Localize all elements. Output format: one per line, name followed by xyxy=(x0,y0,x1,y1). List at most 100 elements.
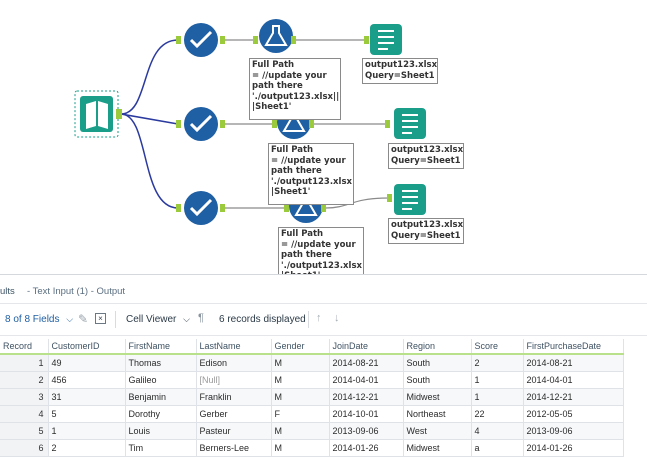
workflow-canvas[interactable]: Full Path = //update your path there './… xyxy=(0,0,647,274)
record-number-cell[interactable]: 5 xyxy=(0,422,49,440)
table-cell[interactable]: Berners-Lee xyxy=(196,439,272,457)
table-cell[interactable]: 4 xyxy=(471,422,524,440)
table-cell[interactable]: M xyxy=(271,371,330,389)
column-header[interactable]: Record xyxy=(0,339,49,355)
select-tool-3[interactable] xyxy=(176,191,225,225)
record-number-cell[interactable]: 6 xyxy=(0,439,49,457)
formula-tool-1[interactable] xyxy=(253,19,296,53)
table-cell[interactable]: 2014-04-01 xyxy=(523,371,624,389)
table-cell[interactable]: [Null] xyxy=(196,371,272,389)
select-tool-1[interactable] xyxy=(176,23,225,57)
formula-annotation-2: Full Path = //update your path there './… xyxy=(268,143,354,205)
column-header[interactable]: Gender xyxy=(271,339,330,355)
table-cell[interactable]: 2014-10-01 xyxy=(329,405,404,423)
table-cell[interactable]: 2014-01-26 xyxy=(329,439,404,457)
table-cell[interactable]: a xyxy=(471,439,524,457)
table-cell[interactable]: Galileo xyxy=(125,371,197,389)
workflow-connections xyxy=(74,19,426,225)
table-cell[interactable]: 2012-05-05 xyxy=(523,405,624,423)
pilcrow-icon[interactable]: ¶ xyxy=(198,312,204,324)
table-cell[interactable]: 1 xyxy=(48,422,126,440)
fields-dropdown-label: 8 of 8 Fields xyxy=(5,314,60,325)
edit-icon[interactable]: ✎ xyxy=(78,312,89,326)
formula-annotation-3: Full Path = //update your path there './… xyxy=(278,227,364,274)
output-tool-3[interactable] xyxy=(387,184,426,215)
column-header[interactable]: FirstPurchaseDate xyxy=(523,339,624,355)
table-cell[interactable]: Dorothy xyxy=(125,405,197,423)
column-header[interactable]: JoinDate xyxy=(329,339,404,355)
table-cell[interactable]: Midwest xyxy=(403,388,472,406)
output-annotation-2: output123.xlsx Query=Sheet1 xyxy=(388,143,464,169)
table-cell[interactable]: 2014-01-26 xyxy=(523,439,624,457)
column-header[interactable]: Score xyxy=(471,339,524,355)
table-cell[interactable]: Gerber xyxy=(196,405,272,423)
table-cell[interactable]: 2014-04-01 xyxy=(329,371,404,389)
record-number-cell[interactable]: 1 xyxy=(0,354,49,372)
text-input-tool[interactable] xyxy=(74,90,122,138)
table-cell[interactable]: Louis xyxy=(125,422,197,440)
table-cell[interactable]: 49 xyxy=(48,354,126,372)
table-cell[interactable]: 456 xyxy=(48,371,126,389)
toolbar-separator xyxy=(115,311,116,328)
table-cell[interactable]: West xyxy=(403,422,472,440)
results-titlebar: ults - Text Input (1) - Output xyxy=(0,275,647,304)
table-cell[interactable]: 2 xyxy=(471,354,524,372)
select-tool-2[interactable] xyxy=(176,107,225,141)
record-number-cell[interactable]: 3 xyxy=(0,388,49,406)
column-header[interactable]: CustomerID xyxy=(48,339,126,355)
arrow-up-icon[interactable]: ↑ xyxy=(316,312,322,324)
table-cell[interactable]: Midwest xyxy=(403,439,472,457)
table-cell[interactable]: 2014-08-21 xyxy=(329,354,404,372)
table-cell[interactable]: South xyxy=(403,371,472,389)
column-header[interactable]: LastName xyxy=(196,339,272,355)
close-box-icon[interactable]: × xyxy=(95,313,106,324)
table-cell[interactable]: 2 xyxy=(48,439,126,457)
column-header[interactable]: Region xyxy=(403,339,472,355)
output-tool-2[interactable] xyxy=(385,108,426,139)
table-cell[interactable]: 2014-12-21 xyxy=(523,388,624,406)
cell-viewer-dropdown[interactable]: Cell Viewer ⌵ xyxy=(126,314,190,325)
table-cell[interactable]: 31 xyxy=(48,388,126,406)
table-cell[interactable]: M xyxy=(271,422,330,440)
table-cell[interactable]: M xyxy=(271,388,330,406)
table-cell[interactable]: 5 xyxy=(48,405,126,423)
cell-viewer-label: Cell Viewer xyxy=(126,314,177,325)
table-cell[interactable]: 1 xyxy=(471,371,524,389)
table-cell[interactable]: Benjamin xyxy=(125,388,197,406)
table-cell[interactable]: Northeast xyxy=(403,405,472,423)
formula-annotation-1: Full Path = //update your path there './… xyxy=(249,58,341,120)
table-cell[interactable]: 2013-09-06 xyxy=(523,422,624,440)
record-number-cell[interactable]: 4 xyxy=(0,405,49,423)
table-cell[interactable]: 2014-12-21 xyxy=(329,388,404,406)
column-header[interactable]: FirstName xyxy=(125,339,197,355)
output-annotation-1: output123.xlsx Query=Sheet1 xyxy=(362,58,438,84)
table-cell[interactable]: F xyxy=(271,405,330,423)
table-cell[interactable]: M xyxy=(271,439,330,457)
table-cell[interactable]: South xyxy=(403,354,472,372)
results-panel: ults - Text Input (1) - Output 8 of 8 Fi… xyxy=(0,274,647,462)
table-cell[interactable]: Tim xyxy=(125,439,197,457)
results-toolbar: 8 of 8 Fields ⌵ ✎ × Cell Viewer ⌵ ¶ 6 re… xyxy=(0,304,647,336)
record-number-cell[interactable]: 2 xyxy=(0,371,49,389)
arrow-down-icon[interactable]: ↓ xyxy=(334,312,340,324)
table-cell[interactable]: Franklin xyxy=(196,388,272,406)
fields-dropdown[interactable]: 8 of 8 Fields ⌵ xyxy=(5,314,73,325)
table-cell[interactable]: M xyxy=(271,354,330,372)
output-tool-1[interactable] xyxy=(364,24,402,55)
table-cell[interactable]: 22 xyxy=(471,405,524,423)
results-subtitle: - Text Input (1) - Output xyxy=(27,286,126,297)
table-cell[interactable]: Pasteur xyxy=(196,422,272,440)
table-cell[interactable]: 1 xyxy=(471,388,524,406)
table-cell[interactable]: Thomas xyxy=(125,354,197,372)
table-cell[interactable]: 2014-08-21 xyxy=(523,354,624,372)
table-cell[interactable]: Edison xyxy=(196,354,272,372)
table-cell[interactable]: 2013-09-06 xyxy=(329,422,404,440)
